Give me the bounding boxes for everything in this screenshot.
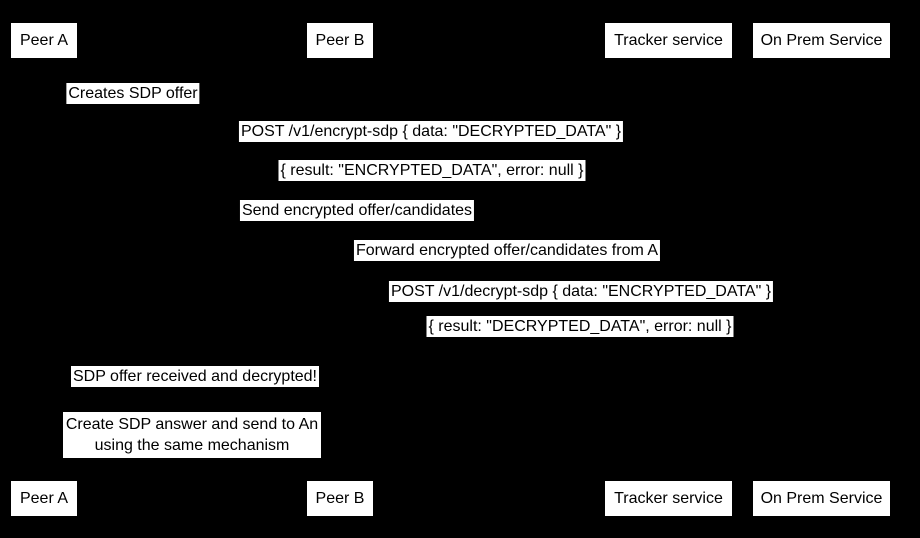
participant-tracker-service-top: Tracker service [605,23,732,58]
participant-on-prem-service-bottom: On Prem Service [753,481,890,516]
participant-peer-a-bottom: Peer A [11,481,77,516]
participant-peer-b-bottom: Peer B [307,481,373,516]
note-line-1: Create SDP answer and send to An [65,416,319,433]
participant-peer-b-top: Peer B [307,23,373,58]
message-post-decrypt-sdp: POST /v1/decrypt-sdp { data: "ENCRYPTED_… [388,281,774,302]
message-sdp-offer-received: SDP offer received and decrypted! [71,366,319,387]
message-encrypt-result: { result: "ENCRYPTED_DATA", error: null … [278,160,586,181]
note-line-2: using the same mechanism [94,437,290,454]
participant-tracker-service-bottom: Tracker service [605,481,732,516]
note-create-sdp-answer: Create SDP answer and send to An using t… [63,412,321,458]
message-send-encrypted-offer: Send encrypted offer/candidates [239,200,475,221]
message-forward-encrypted-offer: Forward encrypted offer/candidates from … [353,240,661,261]
participant-peer-a-top: Peer A [11,23,77,58]
participant-on-prem-service-top: On Prem Service [753,23,890,58]
message-decrypt-result: { result: "DECRYPTED_DATA", error: null … [426,316,734,337]
note-creates-sdp-offer: Creates SDP offer [66,83,200,104]
message-post-encrypt-sdp: POST /v1/encrypt-sdp { data: "DECRYPTED_… [238,121,624,142]
